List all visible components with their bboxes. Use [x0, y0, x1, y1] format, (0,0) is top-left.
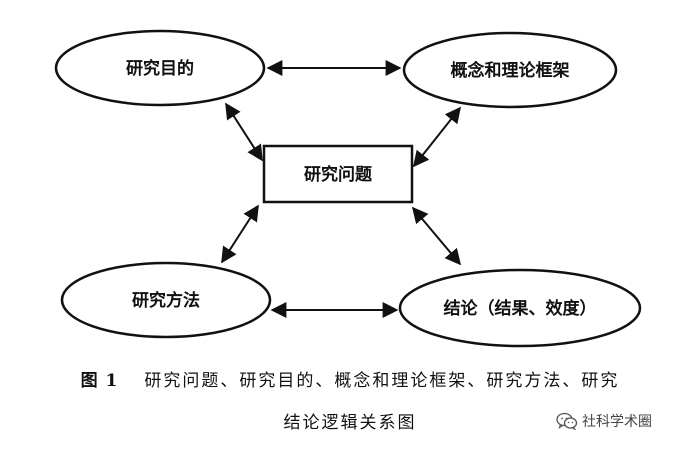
caption-text-line1: 研究问题、研究目的、概念和理论框架、研究方法、研究 — [144, 371, 620, 391]
node-problem: 研究问题 — [262, 144, 414, 204]
node-framework: 概念和理论框架 — [402, 31, 618, 109]
node-method: 研究方法 — [60, 261, 272, 339]
watermark: 社科学术圈 — [556, 411, 652, 431]
edge-framework-problem — [413, 106, 461, 168]
edges — [221, 60, 462, 318]
wechat-icon — [556, 412, 578, 430]
figure-number: 图 1 — [80, 371, 119, 391]
node-purpose-label: 研究目的 — [126, 58, 194, 79]
relationship-diagram: 研究目的 概念和理论框架 研究问题 研究方法 结论（结果、效度） — [54, 29, 642, 348]
node-framework-label: 概念和理论框架 — [451, 60, 570, 81]
edge-method-problem — [221, 204, 259, 264]
node-conclusion-label: 结论（结果、效度） — [444, 298, 597, 319]
caption-text-line2: 结论逻辑关系图 — [283, 413, 417, 433]
watermark-text: 社科学术圈 — [582, 414, 652, 430]
node-conclusion: 结论（结果、效度） — [398, 268, 642, 348]
edge-conclusion-problem — [411, 206, 462, 266]
node-method-label: 研究方法 — [132, 290, 200, 311]
node-purpose: 研究目的 — [54, 29, 266, 107]
edge-purpose-problem — [225, 102, 263, 162]
node-problem-label: 研究问题 — [304, 164, 373, 185]
figure-caption-continued: 结论逻辑关系图 — [0, 408, 700, 433]
figure-caption: 图 1 研究问题、研究目的、概念和理论框架、研究方法、研究 — [0, 366, 700, 391]
